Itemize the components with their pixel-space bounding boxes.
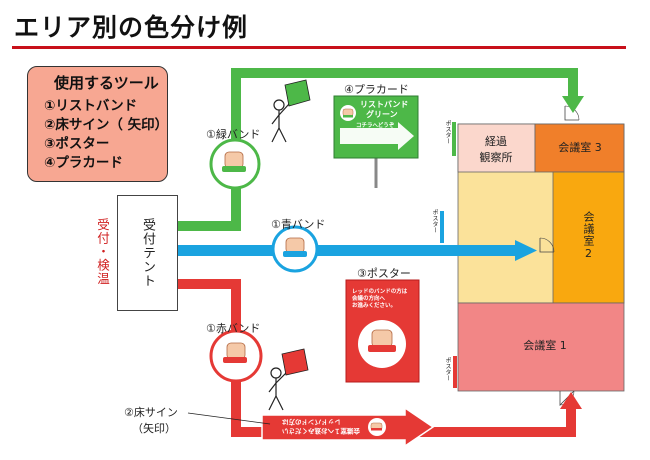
blue-arrow-head (515, 240, 537, 261)
placard-text-3: コチラへどうぞ (356, 123, 395, 129)
reception-side-label: 受付・検温 (95, 218, 110, 286)
red-arrow-head (560, 392, 582, 409)
poster-text-3: お進みください。 (352, 303, 397, 309)
poster-red (453, 356, 457, 388)
room-observation-line2: 観察所 (479, 151, 513, 164)
tool-item-poster: ③ポスター (44, 136, 110, 152)
room-observation-label: 経過 観察所 (470, 133, 522, 165)
floor-sign-text-2: 会議室１へお進みください (282, 427, 360, 435)
floor-sign-leader (187, 412, 271, 425)
tool-item-wristband: ①リストバンド (44, 98, 138, 114)
floor-sign-label-2: （矢印） (132, 422, 176, 435)
poster-green (452, 122, 456, 156)
wristband-red-circle (209, 329, 263, 383)
poster-note-red: ポスター (444, 357, 451, 381)
door-room3 (564, 106, 579, 121)
wristband-green-circle (209, 138, 261, 190)
tool-item-placard: ④プラカード (44, 155, 123, 171)
poster-note-green: ポスター (444, 120, 451, 144)
room2-label: 会議室2 (582, 211, 595, 261)
room-1 (457, 302, 625, 392)
poster-red-sign (345, 279, 420, 383)
green-route (177, 68, 584, 231)
poster-label: ③ポスター (357, 267, 411, 280)
reception-tent: 受付テント (117, 195, 178, 311)
blue-band-label: ①青バンド (271, 218, 326, 231)
poster-blue (440, 211, 444, 243)
green-arrow-head (562, 96, 584, 113)
room1-label: 会議室 1 (523, 339, 567, 352)
red-band-label: ①赤バンド (206, 322, 261, 335)
room-area (440, 105, 625, 406)
poster-text-2: 会議の方向へ (352, 296, 386, 302)
page-title: エリア別の色分け例 (14, 13, 249, 42)
room-observation-line1: 経過 (485, 135, 507, 148)
green-band-label: ①緑バンド (206, 128, 261, 141)
blue-route (177, 240, 537, 261)
placard-text-1: リストバンド (360, 100, 409, 109)
poster-note-blue: ポスター (431, 209, 438, 233)
room-2 (552, 171, 625, 304)
placard-text-2: グリーン (366, 110, 398, 119)
tool-item-floor-sign: ②床サイン（ 矢印） (44, 117, 169, 133)
poster-text-1: レッドのバンドの方は (352, 289, 408, 295)
green-flag (284, 79, 311, 107)
staff-figure-red (268, 355, 287, 411)
placard-sign (333, 95, 419, 188)
staff-figure-green (271, 86, 290, 143)
title-underline (12, 46, 626, 49)
tools-heading: 使用するツール (54, 74, 159, 92)
red-route (177, 279, 582, 437)
placard-label: ④プラカード (344, 83, 409, 96)
door-room2 (539, 238, 554, 253)
reception-tent-label: 受付テント (140, 218, 155, 288)
floor-sign-text-1: レッドバンドの方は (282, 418, 341, 426)
wristband-blue-circle (271, 225, 319, 273)
floor-sign-label: ②床サイン (124, 406, 178, 419)
red-flag (281, 348, 309, 376)
room-observation (457, 123, 536, 173)
room3-label: 会議室 3 (558, 141, 602, 154)
floor-sign-arrow (261, 406, 435, 448)
tools-box: 使用するツール ①リストバンド ②床サイン（ 矢印） ③ポスター ④プラカード (27, 66, 168, 182)
